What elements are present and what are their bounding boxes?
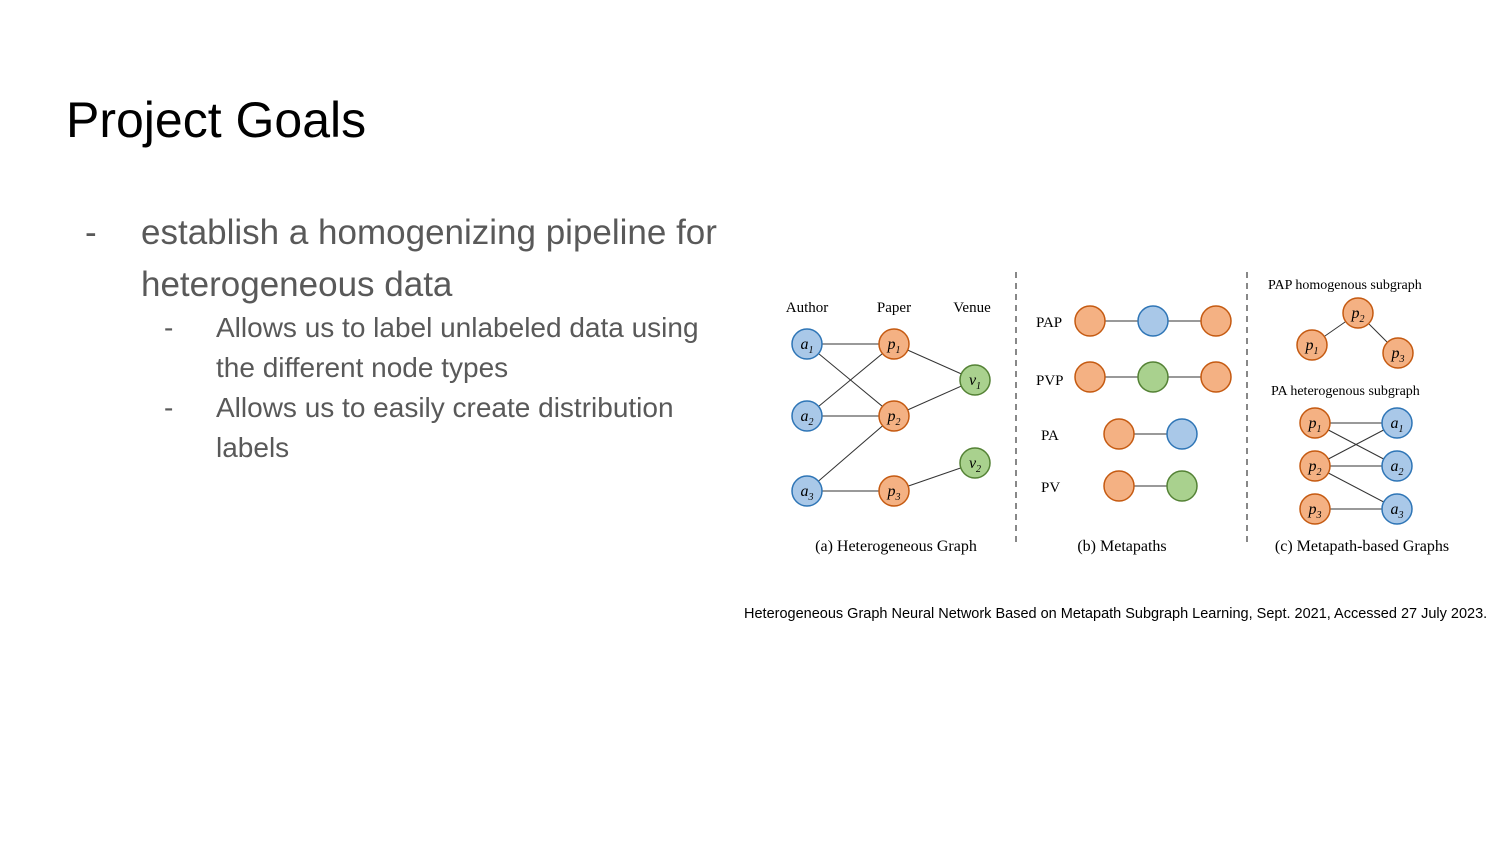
column-header-venue: Venue xyxy=(953,300,991,316)
metapath-label-pap: PAP xyxy=(1036,315,1062,331)
homogenous-subgraph-title: PAP homogenous subgraph xyxy=(1268,278,1422,293)
panel-c-caption: (c) Metapath-based Graphs xyxy=(1275,538,1449,555)
svg-text:p1: p1 xyxy=(1305,337,1319,357)
metapath-label-pv: PV xyxy=(1041,480,1060,496)
paper-node: p3 xyxy=(1299,493,1331,525)
author-node: a2 xyxy=(1381,450,1413,482)
svg-text:a3: a3 xyxy=(801,483,814,503)
svg-text:p3: p3 xyxy=(887,483,901,503)
svg-text:p1: p1 xyxy=(1308,415,1322,435)
author-node: a3 xyxy=(1381,493,1413,525)
svg-text:p1: p1 xyxy=(887,336,901,356)
author-node: a1 xyxy=(1381,407,1413,439)
subbullet-distribution-labels: Allows us to easily create distribution … xyxy=(216,392,674,463)
metapath-pv xyxy=(1103,470,1198,502)
paper-node: p1 xyxy=(1296,329,1328,361)
slide-title: Project Goals xyxy=(66,92,367,148)
bullet-main: establish a homogenizing pipeline for he… xyxy=(141,213,717,304)
bullet-marker: - xyxy=(85,213,97,252)
metapath-pap xyxy=(1074,305,1232,337)
subbullet-label-nodes: Allows us to label unlabeled data using … xyxy=(216,312,699,383)
svg-text:p2: p2 xyxy=(1308,458,1322,478)
venue-node: v1 xyxy=(959,364,991,396)
subbullet-marker: - xyxy=(164,392,174,423)
heterogenous-subgraph-title: PA heterogenous subgraph xyxy=(1271,384,1420,399)
metapath-label-pvp: PVP xyxy=(1036,373,1064,389)
svg-text:a3: a3 xyxy=(1391,501,1404,521)
venue-node: v2 xyxy=(959,447,991,479)
svg-text:v2: v2 xyxy=(969,455,981,475)
author-node: a2 xyxy=(791,400,823,432)
paper-node: p3 xyxy=(1382,337,1414,369)
paper-node: p2 xyxy=(1342,297,1374,329)
paper-node: p1 xyxy=(1299,407,1331,439)
svg-text:a2: a2 xyxy=(801,408,814,428)
author-node: a1 xyxy=(791,328,823,360)
column-header-paper: Paper xyxy=(877,300,911,316)
column-header-author: Author xyxy=(786,300,829,316)
heterogeneous-graph-figure: Author Paper Venue a1 a2 a3 p1 p2 p3 xyxy=(786,272,1449,555)
paper-node: p3 xyxy=(878,475,910,507)
svg-text:a1: a1 xyxy=(1391,415,1404,435)
metapath-pvp xyxy=(1074,361,1232,393)
author-node: a3 xyxy=(791,475,823,507)
figure-citation: Heterogeneous Graph Neural Network Based… xyxy=(744,606,1488,622)
paper-node: p1 xyxy=(878,328,910,360)
panel-a-caption: (a) Heterogeneous Graph xyxy=(815,538,977,555)
subbullet-marker: - xyxy=(164,312,174,343)
paper-node: p2 xyxy=(1299,450,1331,482)
svg-text:p2: p2 xyxy=(887,408,901,428)
metapath-pa xyxy=(1103,418,1198,450)
panel-b-caption: (b) Metapaths xyxy=(1077,538,1166,555)
svg-text:p3: p3 xyxy=(1391,345,1405,365)
svg-text:p2: p2 xyxy=(1351,305,1365,325)
svg-text:a1: a1 xyxy=(801,336,814,356)
metapath-label-pa: PA xyxy=(1041,428,1059,444)
svg-text:p3: p3 xyxy=(1308,501,1322,521)
svg-text:a2: a2 xyxy=(1391,458,1404,478)
paper-node: p2 xyxy=(878,400,910,432)
svg-text:v1: v1 xyxy=(969,372,981,392)
